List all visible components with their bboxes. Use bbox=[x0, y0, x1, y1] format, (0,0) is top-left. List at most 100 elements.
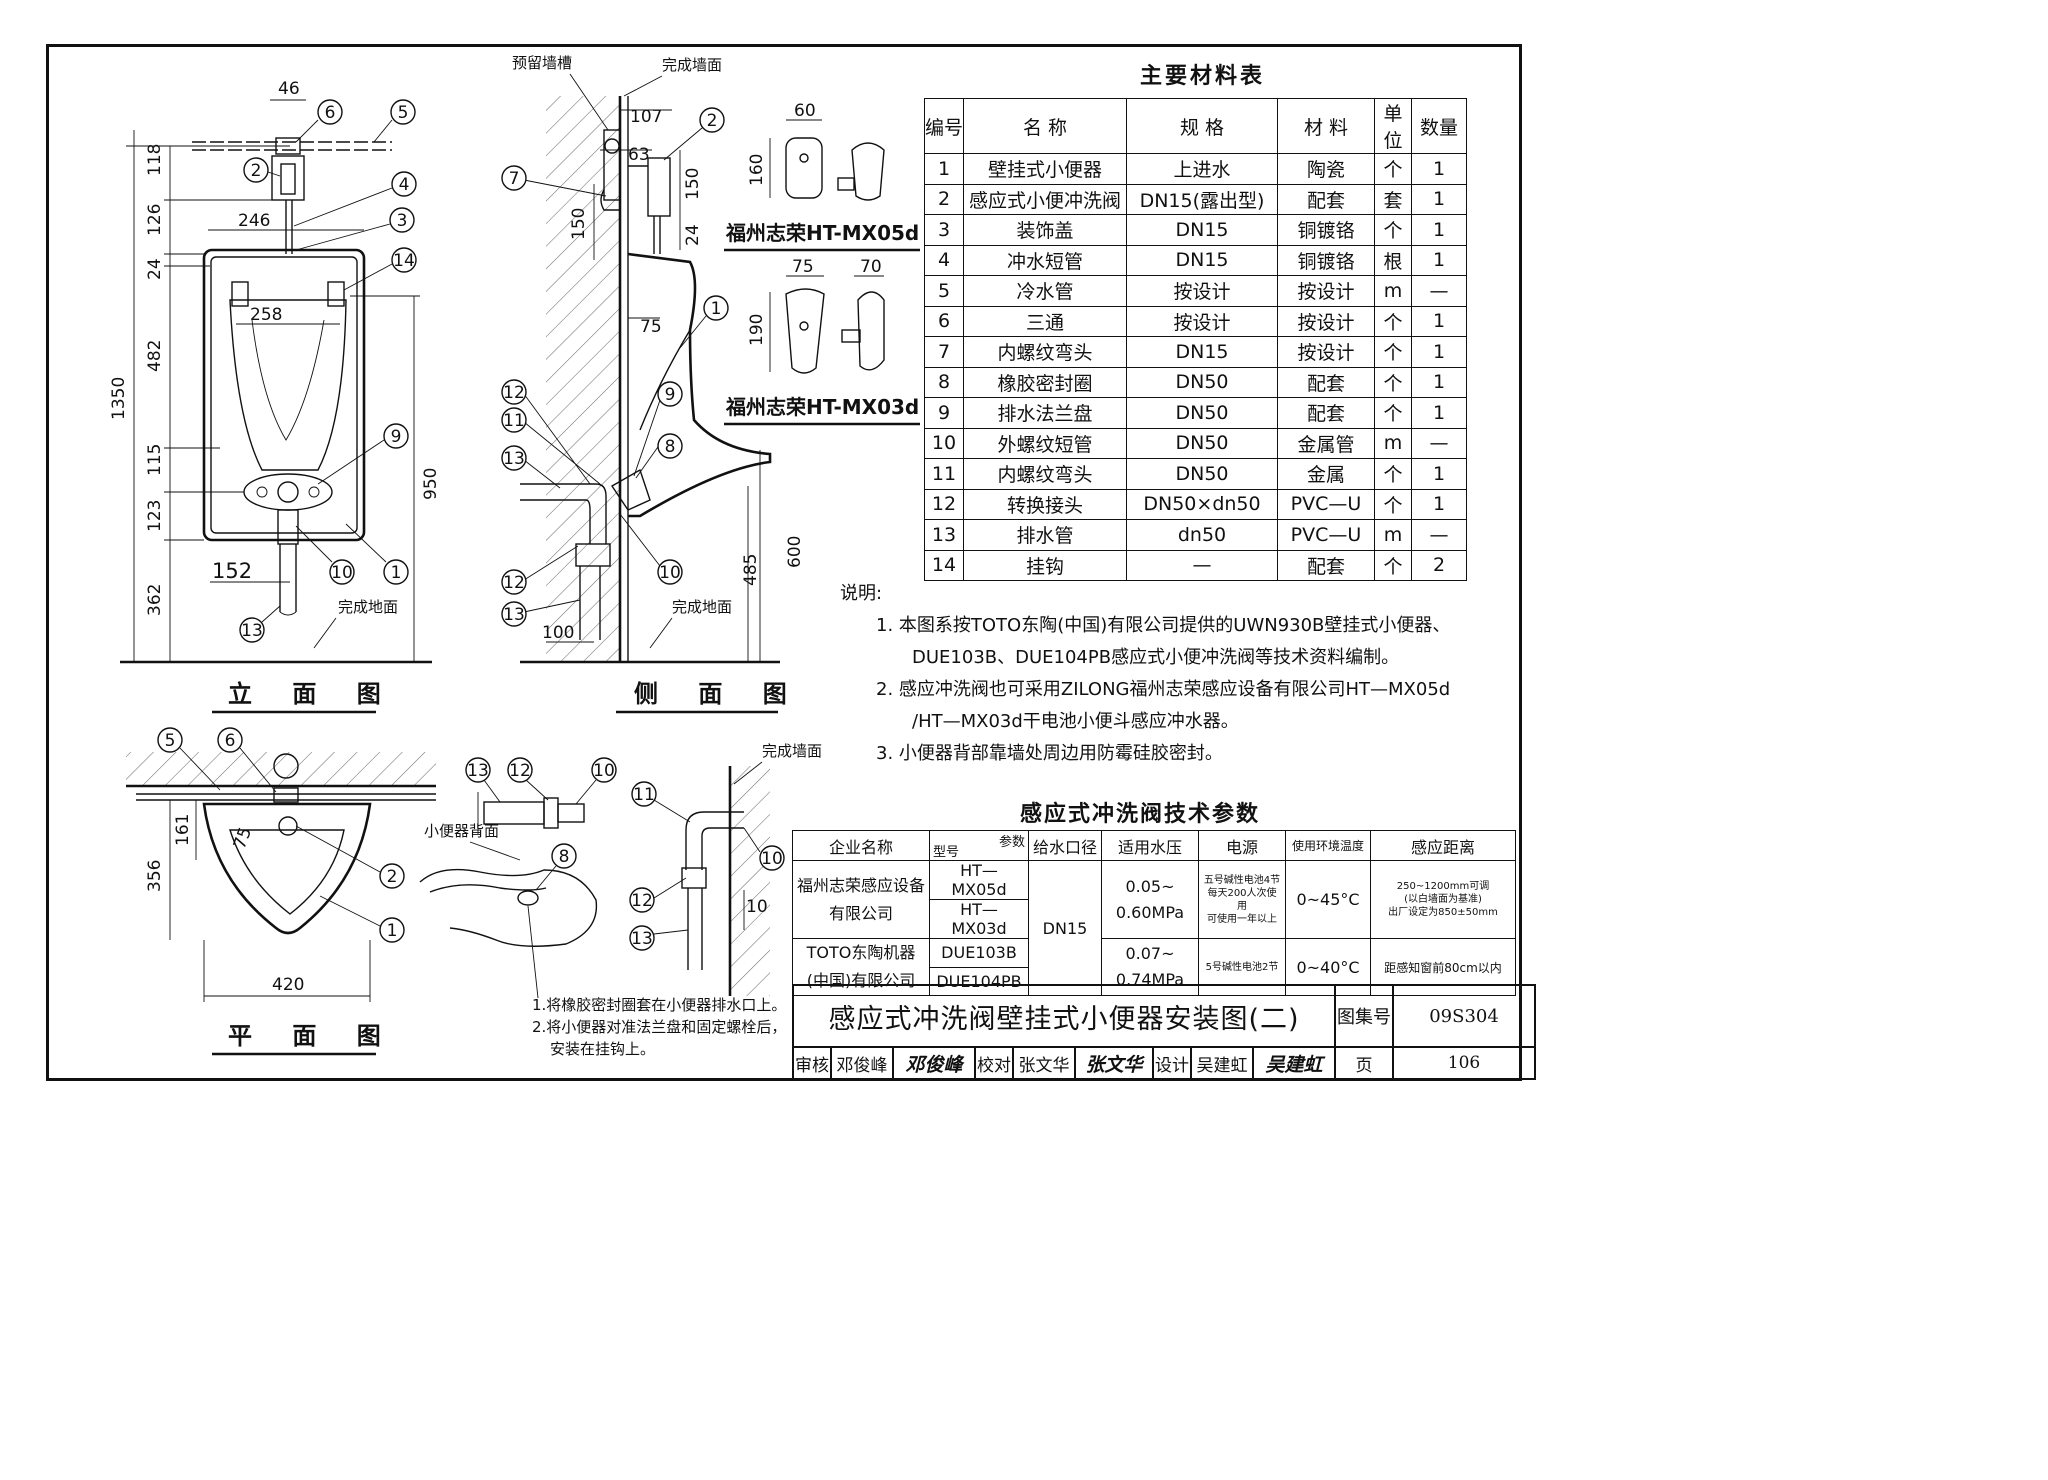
drawing-canvas: 46 118 126 246 24 258 482 1350 115 950 1… bbox=[109, 54, 920, 1056]
materials-cell: 3 bbox=[924, 214, 964, 246]
materials-cell: 橡胶密封圈 bbox=[963, 366, 1127, 398]
materials-cell: 排水管 bbox=[963, 519, 1127, 551]
note-2-cont: /HT—MX03d干电池小便斗感应冲水器。 bbox=[912, 711, 1239, 732]
materials-cell: 1 bbox=[1411, 153, 1467, 185]
valve1-dim-60: 60 bbox=[794, 101, 816, 121]
zilong-power-line3: 可使用一年以上 bbox=[1207, 913, 1277, 925]
materials-cell: 装饰盖 bbox=[963, 214, 1127, 246]
reviewer-signature: 邓俊峰 bbox=[892, 1046, 976, 1080]
plan-view: 161 75 356 420 5 6 2 1 平 面 图 bbox=[126, 727, 436, 1056]
materials-cell: 按设计 bbox=[1126, 305, 1278, 337]
materials-cell: DN15(露出型) bbox=[1126, 183, 1278, 215]
param-header-model-cell: 参数 型号 bbox=[929, 830, 1029, 861]
plan-dim-420: 420 bbox=[272, 975, 304, 995]
elev-dim-1350: 1350 bbox=[109, 377, 129, 420]
elev-callout-5: 5 bbox=[398, 103, 409, 123]
detail-callout-10-b: 10 bbox=[761, 849, 783, 869]
materials-cell: 4 bbox=[924, 244, 964, 276]
materials-cell: DN15 bbox=[1126, 336, 1278, 368]
materials-cell: 金属 bbox=[1277, 458, 1375, 490]
col-spec: 规 格 bbox=[1126, 98, 1278, 154]
materials-cell: DN50 bbox=[1126, 427, 1278, 459]
valve1-name: 福州志荣HT-MX05d bbox=[725, 221, 919, 245]
side-dim-75: 75 bbox=[640, 317, 662, 337]
instruction-3: 安装在挂钩上。 bbox=[550, 1040, 656, 1058]
elev-callout-4: 4 bbox=[399, 175, 410, 195]
elev-dim-126: 126 bbox=[145, 204, 165, 236]
materials-cell: 1 bbox=[1411, 305, 1467, 337]
note-1-cont: DUE103B、DUE104PB感应式小便冲洗阀等技术资料编制。 bbox=[912, 647, 1400, 668]
materials-cell: 配套 bbox=[1277, 397, 1375, 429]
elev-callout-9: 9 bbox=[391, 427, 402, 447]
title-block: 感应式冲洗阀壁挂式小便器安装图(二) 图集号 09S304 审核 邓俊峰 邓俊峰… bbox=[792, 984, 1536, 1080]
side-callout-1: 1 bbox=[711, 299, 722, 319]
toto-pressure-line1: 0.07~ bbox=[1125, 944, 1175, 963]
materials-cell: 上进水 bbox=[1126, 153, 1278, 185]
side-floor-label: 完成地面 bbox=[672, 598, 732, 616]
detail-callout-12-b: 12 bbox=[631, 891, 653, 911]
page-label: 页 bbox=[1334, 1046, 1394, 1080]
materials-cell: 陶瓷 bbox=[1277, 153, 1375, 185]
zilong-distance-line2: (以白墙面为基准) bbox=[1404, 894, 1482, 905]
materials-cell: 转换接头 bbox=[963, 488, 1127, 520]
elev-callout-1: 1 bbox=[391, 563, 402, 583]
plan-callout-5: 5 bbox=[165, 731, 176, 751]
materials-cell: 14 bbox=[924, 549, 964, 581]
side-wall-face-label: 完成墙面 bbox=[662, 56, 722, 74]
materials-cell: 外螺纹短管 bbox=[963, 427, 1127, 459]
materials-cell: 套 bbox=[1374, 183, 1412, 215]
param-zilong-model-1: HT—MX05d bbox=[929, 860, 1029, 900]
side-callout-12-bot: 12 bbox=[503, 573, 525, 593]
detail-back-label: 小便器背面 bbox=[424, 822, 499, 840]
materials-cell: 13 bbox=[924, 519, 964, 551]
materials-cell: 金属管 bbox=[1277, 427, 1375, 459]
elev-dim-46: 46 bbox=[278, 79, 300, 99]
elev-dim-152: 152 bbox=[212, 559, 252, 583]
param-toto-model-1: DUE103B bbox=[929, 938, 1029, 968]
detail-instructions: 1.将橡胶密封圈套在小便器排水口上。 2.将小便器对准法兰盘和固定螺栓后， 安装… bbox=[532, 994, 786, 1060]
materials-cell: 按设计 bbox=[1126, 275, 1278, 307]
checker-name: 张文华 bbox=[1012, 1046, 1076, 1080]
designer-signature: 吴建虹 bbox=[1252, 1046, 1336, 1080]
materials-cell: 1 bbox=[1411, 488, 1467, 520]
elev-dim-362: 362 bbox=[145, 584, 165, 616]
materials-cell: DN15 bbox=[1126, 244, 1278, 276]
drawing-title: 感应式冲洗阀壁挂式小便器安装图(二) bbox=[792, 984, 1336, 1048]
side-dim-150-b: 150 bbox=[569, 208, 589, 240]
materials-cell: 根 bbox=[1374, 244, 1412, 276]
materials-cell: 铜镀铬 bbox=[1277, 244, 1375, 276]
materials-cell: dn50 bbox=[1126, 519, 1278, 551]
materials-cell: 6 bbox=[924, 305, 964, 337]
detail-view: 13 12 10 小便器背面 8 完成墙面 10 11 10 bbox=[419, 742, 822, 999]
param-header-power: 电源 bbox=[1198, 830, 1286, 861]
design-label: 设计 bbox=[1152, 1046, 1192, 1080]
param-header-company: 企业名称 bbox=[792, 830, 930, 861]
plan-callout-1: 1 bbox=[387, 921, 398, 941]
side-view-label: 侧 面 图 bbox=[634, 680, 803, 708]
detail-callout-13-a: 13 bbox=[467, 761, 489, 781]
side-dim-150-a: 150 bbox=[683, 168, 703, 200]
valve2-name: 福州志荣HT-MX03d bbox=[725, 395, 919, 419]
param-header-param: 参数 bbox=[998, 835, 1025, 850]
side-callout-7: 7 bbox=[509, 169, 520, 189]
materials-cell: — bbox=[1411, 519, 1467, 551]
materials-cell: 配套 bbox=[1277, 366, 1375, 398]
materials-cell: 1 bbox=[1411, 366, 1467, 398]
side-callout-12-top: 12 bbox=[503, 383, 525, 403]
designer-name: 吴建虹 bbox=[1190, 1046, 1254, 1080]
detail-wall-face-label: 完成墙面 bbox=[762, 742, 822, 760]
elev-callout-10: 10 bbox=[331, 563, 353, 583]
materials-cell: 壁挂式小便器 bbox=[963, 153, 1127, 185]
note-3: 3. 小便器背部靠墙处周边用防霉硅胶密封。 bbox=[876, 743, 1223, 764]
side-dim-100: 100 bbox=[542, 623, 574, 643]
side-dim-24: 24 bbox=[683, 224, 703, 246]
materials-cell: 11 bbox=[924, 458, 964, 490]
